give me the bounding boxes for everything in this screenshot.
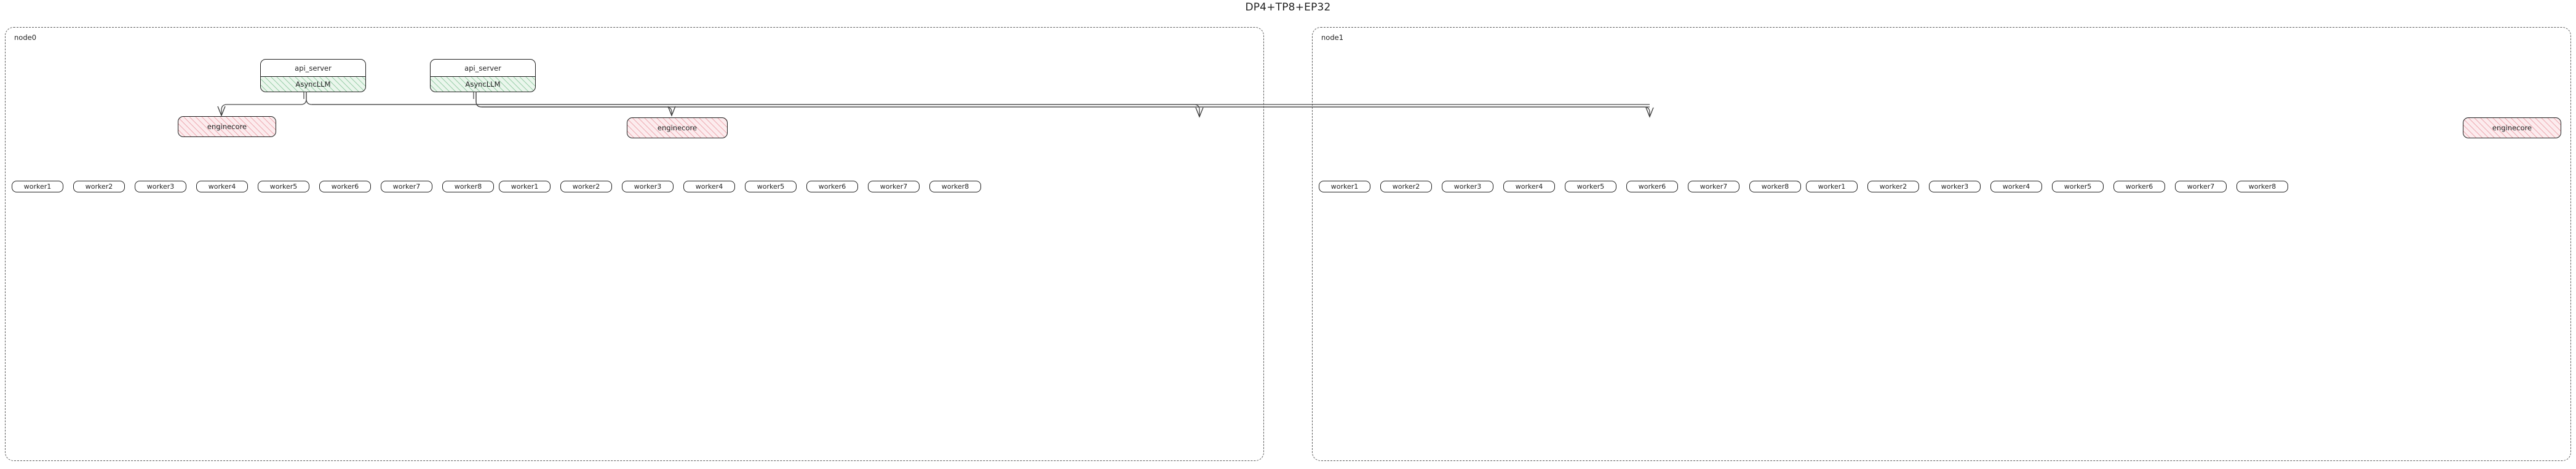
worker-box: worker2 [560,181,612,192]
asyncllm-box: AsyncLLM [430,76,536,92]
worker-box: worker1 [12,181,63,192]
worker-box: worker2 [1380,181,1432,192]
worker-box: worker4 [683,181,735,192]
worker-box: worker1 [1806,181,1858,192]
worker-box: worker7 [868,181,920,192]
worker-box: worker8 [442,181,494,192]
worker-box: worker3 [1929,181,1981,192]
asyncllm-box: AsyncLLM [260,76,366,92]
worker-box: worker8 [1749,181,1801,192]
worker-box: worker8 [2236,181,2288,192]
api-server-box: api_server [260,59,366,77]
worker-box: worker8 [929,181,981,192]
enginecore-box: enginecore [178,116,276,137]
enginecore-box: enginecore [2463,117,2561,138]
worker-box: worker5 [258,181,309,192]
enginecore-box: enginecore [627,117,728,138]
worker-box: worker6 [806,181,858,192]
node-cluster-node1: node1enginecoreenginecoreworker1worker2w… [1312,27,2571,461]
worker-box: worker6 [319,181,371,192]
worker-box: worker4 [1990,181,2042,192]
worker-box: worker4 [196,181,248,192]
node-label-node0: node0 [14,33,37,42]
node-label-node1: node1 [1321,33,1344,42]
worker-box: worker1 [1319,181,1370,192]
worker-box: worker6 [2113,181,2165,192]
worker-box: worker5 [745,181,797,192]
worker-box: worker3 [135,181,186,192]
worker-box: worker7 [2175,181,2227,192]
worker-box: worker5 [2052,181,2104,192]
worker-box: worker7 [1688,181,1739,192]
worker-box: worker5 [1565,181,1616,192]
worker-box: worker1 [499,181,551,192]
worker-box: worker2 [73,181,125,192]
api-server-box: api_server [430,59,536,77]
worker-box: worker3 [622,181,674,192]
page-title: DP4+TP8+EP32 [1245,1,1331,14]
worker-box: worker2 [1867,181,1919,192]
worker-box: worker4 [1503,181,1555,192]
worker-box: worker6 [1626,181,1678,192]
worker-box: worker7 [381,181,432,192]
worker-box: worker3 [1442,181,1493,192]
